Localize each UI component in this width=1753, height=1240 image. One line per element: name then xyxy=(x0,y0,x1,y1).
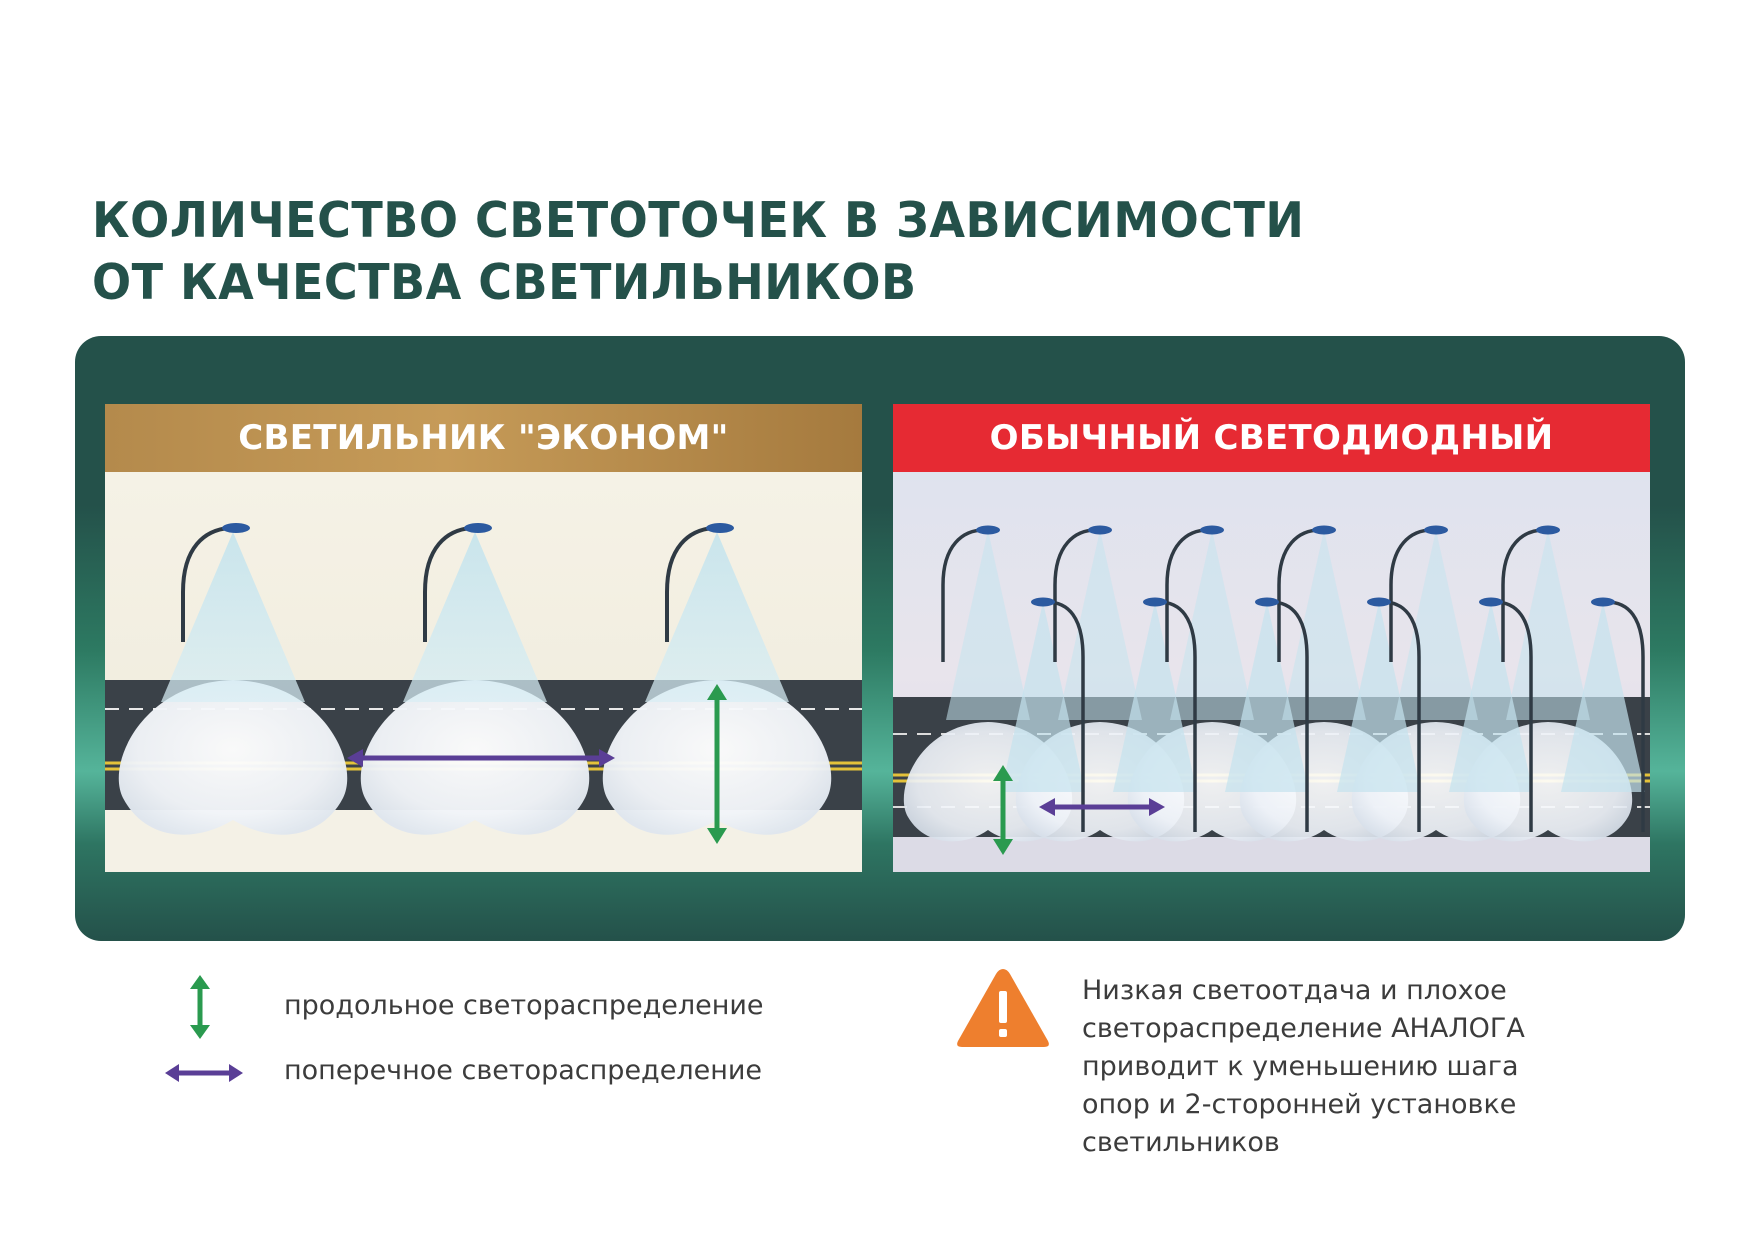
light-beam xyxy=(946,530,1030,720)
light-beam xyxy=(1113,602,1197,792)
light-beam xyxy=(1001,602,1085,792)
street-lamp-1 xyxy=(181,526,230,642)
lamp-head xyxy=(1591,597,1615,607)
warning-line: опор и 2-сторонней установке xyxy=(1082,1089,1517,1120)
standard-led-road-illustration xyxy=(893,472,1650,872)
lamp-head xyxy=(1031,597,1055,607)
light-beam xyxy=(1282,530,1366,720)
warning-line: Низкая светоотдача и плохое xyxy=(1082,975,1507,1006)
light-beam xyxy=(1449,602,1533,792)
vertical-double-arrow-icon xyxy=(190,975,210,1039)
warning-line: светильников xyxy=(1082,1127,1280,1158)
legend-transverse-label: поперечное светораспределение xyxy=(284,1055,763,1086)
light-beam xyxy=(1058,530,1142,720)
transverse-arrow-icon xyxy=(347,749,615,767)
economy-luminaire-card: СВЕТИЛЬНИК "ЭКОНОМ" xyxy=(105,404,862,872)
lamp-head xyxy=(1367,597,1391,607)
light-beam xyxy=(1225,602,1309,792)
transverse-arrow-icon xyxy=(1039,798,1165,816)
standard-led-card: ОБЫЧНЫЙ СВЕТОДИОДНЫЙ xyxy=(893,404,1650,872)
longitudinal-arrow-icon xyxy=(707,684,727,844)
standard-led-card-header: ОБЫЧНЫЙ СВЕТОДИОДНЫЙ xyxy=(893,404,1650,472)
warning-line: приводит к уменьшению шага xyxy=(1082,1051,1519,1082)
legend-longitudinal xyxy=(185,975,215,1039)
lamp-head xyxy=(1200,525,1224,535)
light-beam xyxy=(1506,530,1590,720)
lamp-head xyxy=(1143,597,1167,607)
lamp-head xyxy=(1536,525,1560,535)
light-pool-1 xyxy=(118,680,348,835)
longitudinal-arrow-icon xyxy=(993,765,1013,855)
street-lamp-3 xyxy=(665,526,714,642)
legend-transverse xyxy=(165,1060,243,1086)
title-line-1: КОЛИЧЕСТВО СВЕТОТОЧЕК В ЗАВИСИМОСТИ xyxy=(92,192,1305,249)
street-lamp-2 xyxy=(423,526,472,642)
lamp-head xyxy=(1312,525,1336,535)
title-line-2: ОТ КАЧЕСТВА СВЕТИЛЬНИКОВ xyxy=(92,254,917,311)
economy-road-illustration xyxy=(105,472,862,872)
light-beam xyxy=(1170,530,1254,720)
horizontal-double-arrow-icon xyxy=(165,1064,243,1082)
warning-line: светораспределение АНАЛОГА xyxy=(1082,1013,1525,1044)
lamp-head xyxy=(976,525,1000,535)
lamp-head xyxy=(1255,597,1279,607)
warning-text: Низкая светоотдача и плохое светораспред… xyxy=(1082,972,1602,1162)
economy-card-header: СВЕТИЛЬНИК "ЭКОНОМ" xyxy=(105,404,862,472)
legend-longitudinal-label: продольное светораспределение xyxy=(284,990,764,1021)
lamp-head xyxy=(1088,525,1112,535)
lamp-head xyxy=(1424,525,1448,535)
page-title: КОЛИЧЕСТВО СВЕТОТОЧЕК В ЗАВИСИМОСТИ ОТ К… xyxy=(92,190,1304,314)
warning-triangle-icon xyxy=(957,969,1049,1047)
light-beam xyxy=(1394,530,1478,720)
light-beam xyxy=(1561,602,1645,792)
lamp-head xyxy=(1479,597,1503,607)
light-beam xyxy=(1337,602,1421,792)
